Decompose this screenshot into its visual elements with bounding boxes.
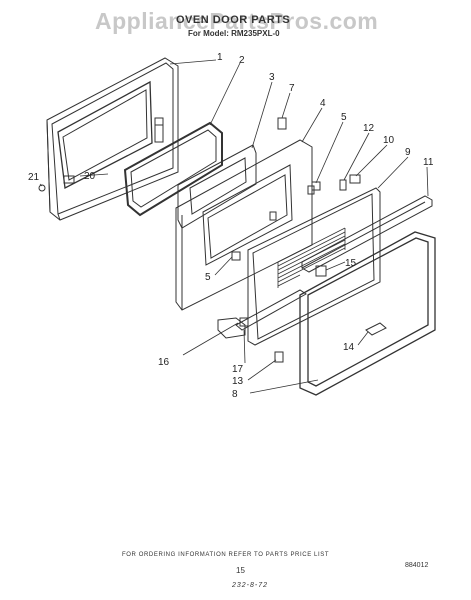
part-13-clip xyxy=(274,351,284,363)
callout-8: 8 xyxy=(232,389,238,400)
callout-11: 11 xyxy=(423,157,434,168)
part-5-clip-lower xyxy=(231,251,241,261)
part-bottom-strip xyxy=(217,289,307,339)
callout-21: 21 xyxy=(28,172,40,183)
part-10-bracket xyxy=(349,174,361,184)
callout-15: 15 xyxy=(345,258,357,269)
part-17-bracket xyxy=(239,317,249,327)
callout-9: 9 xyxy=(405,147,411,158)
callout-17: 17 xyxy=(232,364,244,375)
callout-1: 1 xyxy=(217,52,223,63)
part-outer-door-panel xyxy=(46,57,179,221)
model-line: For Model: RM235PXL-0 xyxy=(188,29,280,38)
callout-12: 12 xyxy=(363,123,375,134)
callout-20: 20 xyxy=(84,171,96,182)
part-top-trim xyxy=(301,195,433,273)
callout-3: 3 xyxy=(269,72,275,83)
document-code: 884012 xyxy=(405,562,429,569)
part-21-screw xyxy=(38,184,46,192)
callout-2: 2 xyxy=(239,55,245,66)
ordering-note: FOR ORDERING INFORMATION REFER TO PARTS … xyxy=(122,552,330,558)
part-14-bracket xyxy=(365,322,387,336)
callout-10: 10 xyxy=(383,135,395,146)
part-window-gasket xyxy=(123,121,223,217)
part-vented-door-panel xyxy=(247,187,381,346)
part-window-frame xyxy=(177,144,257,229)
callout-13: 13 xyxy=(232,376,244,387)
part-7-clip xyxy=(277,117,287,130)
vent-grille xyxy=(277,227,346,288)
part-12-clip xyxy=(339,179,347,191)
page-title: OVEN DOOR PARTS xyxy=(176,14,291,26)
leader-lines xyxy=(39,59,429,394)
callout-5-lower: 5 xyxy=(205,272,211,283)
revision-code: 232-8-72 xyxy=(232,582,269,589)
callout-4: 4 xyxy=(320,98,326,109)
callout-5-upper: 5 xyxy=(341,112,347,123)
part-15-bracket xyxy=(315,265,327,277)
page-number: 15 xyxy=(236,566,245,575)
callout-16: 16 xyxy=(158,357,170,368)
callout-7: 7 xyxy=(289,83,295,94)
watermark: AppliancePartsPros.com xyxy=(95,8,379,34)
part-hardware xyxy=(38,117,387,363)
callout-numbers: 1 2 3 7 4 5 12 10 9 11 21 20 5 15 16 17 … xyxy=(28,52,434,400)
part-20-hinge xyxy=(63,175,75,184)
part-5-clip-upper xyxy=(311,181,321,191)
callout-14: 14 xyxy=(343,342,355,353)
